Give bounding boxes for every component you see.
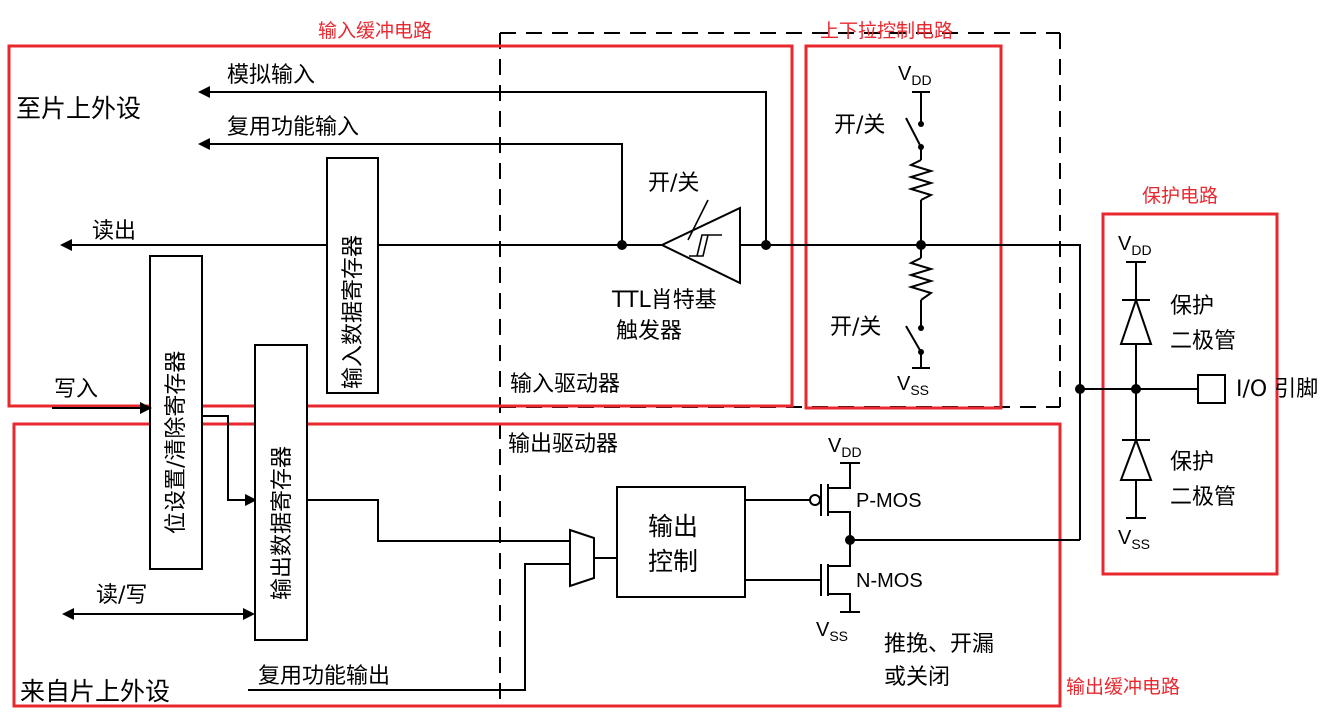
- vss-output-label: VSS: [816, 619, 848, 644]
- pull-control-title: 上下拉控制电路: [820, 20, 953, 42]
- protection-region: [1101, 212, 1279, 576]
- output-data-register-label: 输出数据寄存器: [270, 446, 295, 600]
- alt-input-wire: [198, 138, 623, 245]
- output-mosfet-stage: [745, 462, 1080, 613]
- read-out-label: 读出: [92, 219, 136, 244]
- output-control-label-line1: 输出: [648, 512, 698, 541]
- pmos-label: P-MOS: [856, 490, 922, 512]
- output-buffer-region: [12, 422, 1062, 708]
- bit-set-clear-register: [149, 255, 203, 570]
- analog-input-wire: [198, 86, 767, 245]
- pull-control-region: [804, 44, 1003, 410]
- pull-up-switch-label: 开/关: [834, 113, 885, 138]
- nmos-label: N-MOS: [856, 570, 923, 592]
- bit-set-clear-register-label: 位设置/清除寄存器: [164, 351, 189, 534]
- output-buffer-title: 输出缓冲电路: [1066, 676, 1180, 698]
- junction-alt-input: [617, 240, 627, 250]
- bsrr-to-odr-wire: [202, 415, 257, 506]
- protection-title: 保护电路: [1142, 185, 1218, 207]
- from-onchip-peripheral-label: 来自片上外设: [20, 677, 170, 706]
- input-buffer-region: [7, 44, 794, 408]
- alt-output-label: 复用功能输出: [258, 664, 390, 689]
- driver-dashed-boundary: [499, 32, 1061, 700]
- input-data-register: [326, 157, 379, 394]
- input-driver-label: 输入驱动器: [510, 372, 620, 397]
- bottom-diode-label-line1: 保护: [1170, 450, 1214, 475]
- alt-input-label: 复用功能输入: [227, 115, 359, 140]
- protection-diodes: [1075, 261, 1226, 519]
- output-mode-line2: 或关闭: [884, 665, 950, 690]
- write-in-label: 写入: [54, 377, 98, 402]
- alt-output-wire: [248, 563, 570, 691]
- schmitt-switch-label: 开/关: [648, 171, 699, 196]
- read-write-label: 读/写: [96, 583, 147, 608]
- input-buffer-title: 输入缓冲电路: [318, 20, 432, 42]
- main-signal-bus: [740, 244, 1081, 540]
- output-mux: [569, 528, 595, 588]
- io-pin-label: I/O 引脚: [1236, 377, 1318, 402]
- top-diode-label-line1: 保护: [1170, 294, 1214, 319]
- schmitt-label-line2: 触发器: [616, 319, 682, 344]
- bottom-diode-label-line2: 二极管: [1170, 485, 1236, 510]
- to-onchip-peripheral-label: 至片上外设: [16, 94, 141, 123]
- schmitt-label-line1: TTL肖特基: [611, 288, 717, 313]
- input-data-register-label: 输入数据寄存器: [341, 235, 366, 389]
- ttl-schmitt-trigger: [659, 199, 741, 285]
- odr-to-mux-wire: [307, 499, 570, 542]
- pull-up-pull-down-network: [905, 91, 935, 369]
- output-driver-label: 输出驱动器: [508, 432, 618, 457]
- analog-input-label: 模拟输入: [227, 63, 315, 88]
- top-diode-label-line2: 二极管: [1170, 329, 1236, 354]
- output-control-block: [616, 486, 746, 598]
- vdd-output-label: VDD: [828, 435, 862, 460]
- vss-pull-label: VSS: [897, 373, 929, 398]
- output-control-label-line2: 控制: [648, 547, 698, 576]
- output-mode-line1: 推挽、开漏: [884, 632, 994, 657]
- output-data-register: [254, 344, 308, 641]
- vss-protection-label: VSS: [1118, 527, 1150, 552]
- pull-down-switch-label: 开/关: [830, 315, 881, 340]
- vdd-pull-label: VDD: [898, 63, 932, 88]
- vdd-protection-label: VDD: [1118, 233, 1152, 258]
